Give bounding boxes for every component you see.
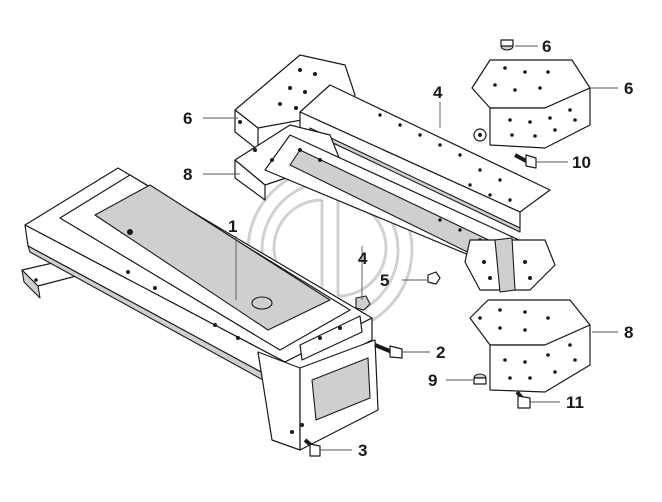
- callout-11: 11: [566, 393, 584, 412]
- bolt-2: [374, 343, 403, 359]
- callout-9: 9: [428, 371, 437, 390]
- bolt-3: [303, 438, 321, 457]
- callout-8-right: 8: [624, 323, 633, 342]
- nut-center: [355, 295, 371, 311]
- callout-4-top: 4: [433, 83, 443, 102]
- nut-5: [427, 271, 441, 285]
- bracket-right-8: [469, 299, 591, 393]
- callout-5: 5: [380, 271, 389, 290]
- bolt-11: [515, 390, 531, 409]
- cap-7: [500, 39, 514, 51]
- callout-8-left: 8: [183, 165, 192, 184]
- main-frame-part-1: [24, 167, 373, 393]
- callout-labels: 6 6 6 4 8 10 1 4 5 8 2 9 11 3: [183, 37, 633, 460]
- callout-6-left: 6: [183, 109, 192, 128]
- callout-10: 10: [572, 153, 591, 172]
- bolt-10: [514, 153, 537, 169]
- callout-1: 1: [228, 217, 237, 236]
- long-rail-4: [299, 84, 551, 233]
- bracket-right-6: [471, 59, 591, 149]
- callout-2: 2: [436, 343, 445, 362]
- callout-4-center: 4: [358, 249, 368, 268]
- channel-end: [464, 237, 556, 293]
- lower-support: [257, 339, 379, 451]
- callout-6-right: 6: [624, 79, 633, 98]
- cap-9: [473, 373, 487, 385]
- callout-3: 3: [358, 441, 367, 460]
- leader-lines: [203, 45, 618, 451]
- nut-near-bracket-6: [473, 128, 487, 142]
- callout-7: 6: [542, 37, 551, 56]
